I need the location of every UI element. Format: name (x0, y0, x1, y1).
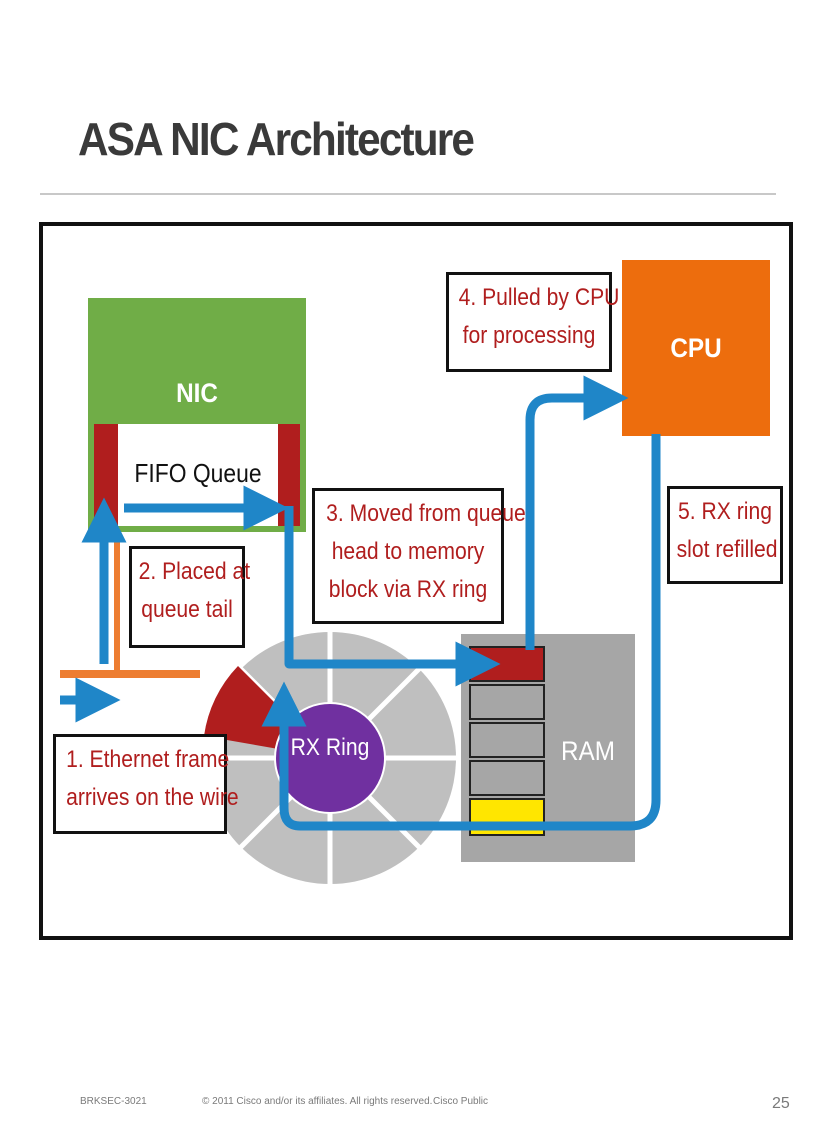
ethernet-wire (60, 670, 200, 678)
callout-step-3-line-1: 3. Moved from queue (326, 500, 526, 527)
callout-step-1-line-1: 1. Ethernet frame (66, 746, 230, 773)
callout-step-1: 1. Ethernet frame arrives on the wire (53, 734, 239, 834)
memory-block (469, 684, 545, 720)
callout-step-2-line-1: 2. Placed at (138, 558, 251, 585)
callout-step-5-line-1: 5. RX ring (678, 498, 772, 525)
cpu-block (622, 260, 770, 436)
callout-step-4-line-1: 4. Pulled by CPU (458, 284, 620, 311)
footer-session-code: BRKSEC-3021 (80, 1096, 147, 1107)
callout-step-3: 3. Moved from queue head to memory block… (312, 488, 526, 624)
fifo-queue-label: FIFO Queue (134, 458, 262, 488)
memory-to-cpu-arrow (525, 375, 629, 650)
callout-step-4-line-2: for processing (462, 322, 596, 349)
callout-step-5: 5. RX ring slot refilled (667, 486, 783, 584)
callout-step-1-line-2: arrives on the wire (66, 784, 239, 811)
title-divider (40, 193, 776, 195)
slide-title: ASA NIC Architecture (78, 113, 475, 165)
rx-ring-label: RX Ring (290, 734, 370, 761)
memory-block (469, 760, 545, 796)
wire-to-nic-connector (114, 534, 120, 674)
callout-step-3-line-3: block via RX ring (328, 576, 488, 603)
rx-ring-refill-arrow (261, 434, 661, 831)
queue-to-memory-arrow (284, 506, 501, 687)
callout-step-3-line-2: head to memory (331, 538, 485, 565)
nic-label: NIC (176, 378, 218, 408)
callout-step-2-line-2: queue tail (141, 596, 233, 623)
footer-classification: Cisco Public (433, 1096, 489, 1107)
callout-step-4: 4. Pulled by CPU for processing (446, 272, 620, 372)
cpu-label: CPU (670, 333, 722, 363)
diagram-frame (39, 222, 793, 940)
rx-ring-core (276, 704, 384, 812)
memory-block (469, 722, 545, 758)
callout-step-5-line-2: slot refilled (676, 536, 778, 563)
ram-label: RAM (561, 736, 615, 766)
callout-step-2: 2. Placed at queue tail (129, 546, 251, 648)
page-number: 25 (772, 1095, 790, 1112)
footer-copyright: © 2011 Cisco and/or its affiliates. All … (202, 1096, 433, 1107)
